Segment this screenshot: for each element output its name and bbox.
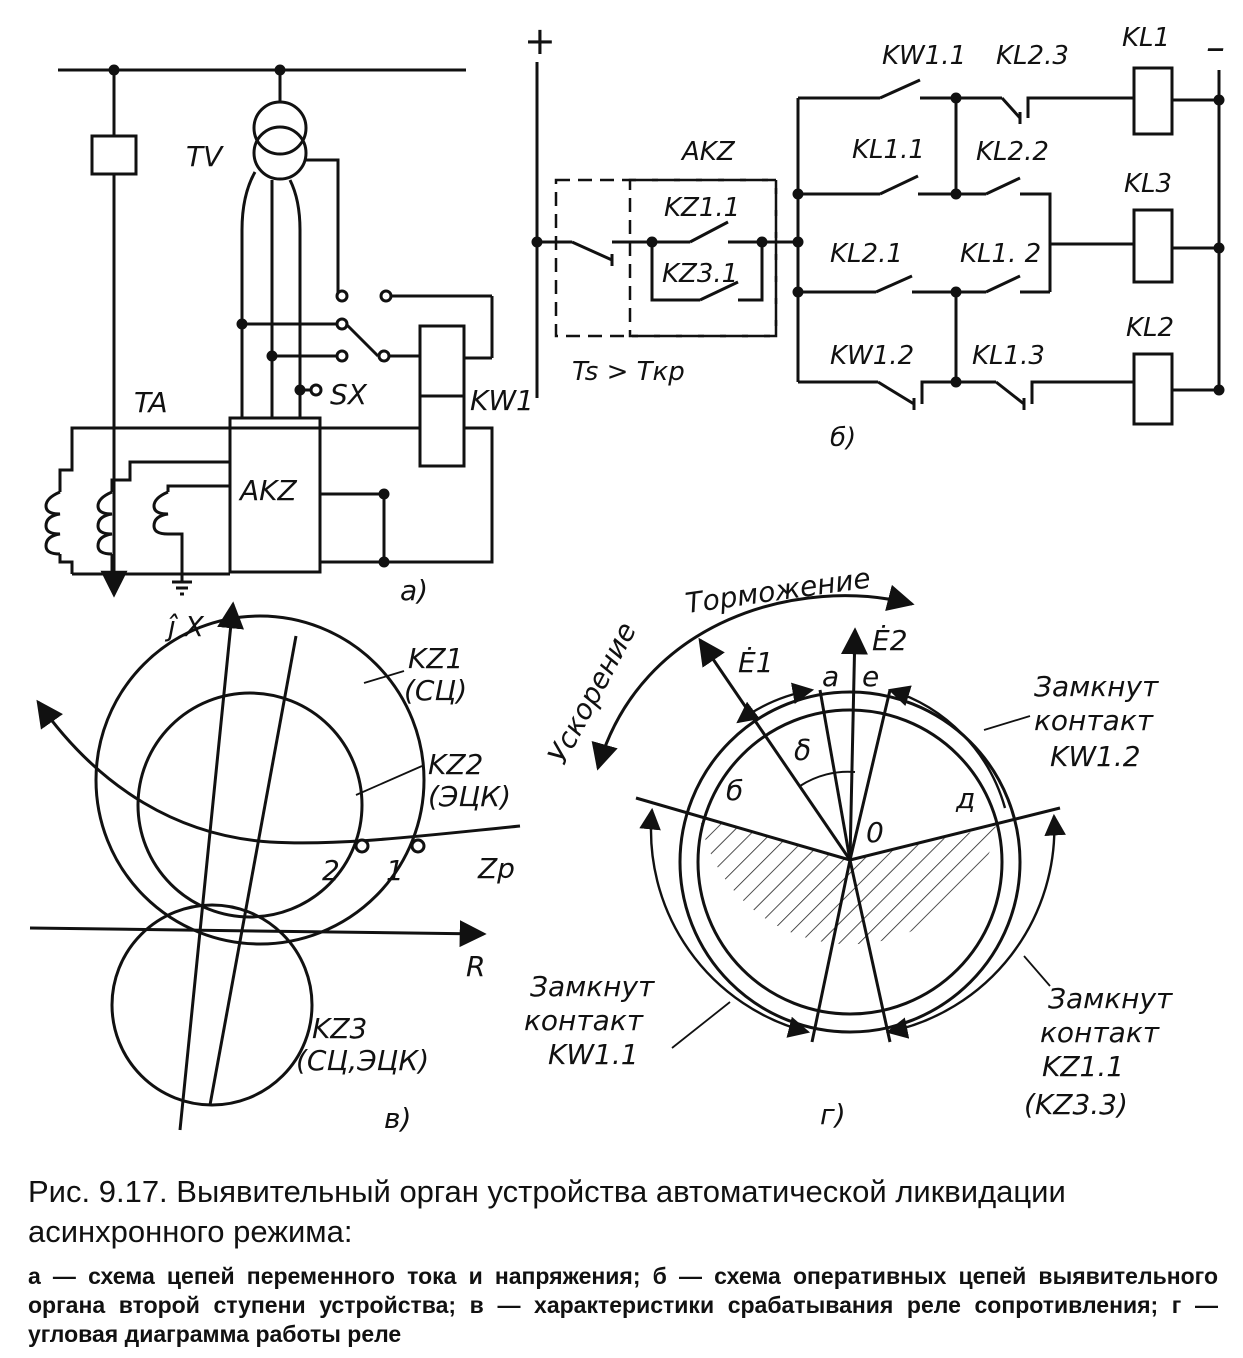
kz2-type-label: (ЭЦК) [428, 780, 511, 813]
panel-v-impedance-plane [29, 601, 521, 1131]
point-2 [354, 838, 370, 854]
kz3-label: KZ3 [312, 1012, 367, 1045]
jx-label: ĵ X [164, 610, 205, 643]
plus-sign: + [524, 19, 556, 63]
ta-coil-1 [44, 490, 61, 556]
x-axis [178, 601, 244, 1131]
kl2-coil [1132, 352, 1174, 426]
ta-coil-2 [96, 490, 113, 556]
kw1-1-label: KW1.1 [882, 41, 966, 71]
arc-right-outer [885, 813, 1066, 1039]
panel-a-labels: TV TA AKZ SX KW1 a) [134, 140, 534, 607]
kl2-3-label: KL2.3 [996, 41, 1069, 71]
akz-label-b: AKZ [680, 137, 736, 167]
e1-label: Ė1 [738, 646, 774, 679]
kz11-line-4: (KZ3.3) [1024, 1088, 1128, 1121]
kz2-circle [136, 691, 364, 919]
kl2-2-label: KL2.2 [976, 137, 1049, 167]
kl3-coil [1132, 208, 1174, 284]
kl1-label: KL1 [1122, 23, 1170, 53]
kz1-type-label: (СЦ) [404, 674, 467, 707]
kl2-label: KL2 [1126, 313, 1174, 343]
panel-b-label: б) [830, 423, 856, 453]
point-2-label: 2 [322, 854, 340, 887]
kz2-label: KZ2 [428, 748, 483, 781]
braking-label: Торможение [683, 561, 872, 620]
e2-label: Ė2 [872, 624, 908, 657]
b-label: б [726, 774, 743, 807]
kz11-line-3: KZ1.1 [1042, 1050, 1124, 1083]
kw1-2-label: KW1.2 [830, 341, 914, 371]
kl1-1-label: KL1.1 [852, 135, 925, 165]
kw12-line-3: KW1.2 [1050, 740, 1141, 773]
ray-g-right [848, 859, 892, 1043]
braking-acceleration-arc [591, 584, 915, 771]
kz3-circle [110, 903, 314, 1107]
kz1-circle [94, 614, 426, 946]
zp-label: Zp [477, 852, 515, 885]
d-label: д [955, 782, 975, 815]
arc-left-outer [639, 807, 811, 1038]
sx-label: SX [330, 378, 368, 411]
kz3-type-label: (СЦ,ЭЦК) [296, 1044, 429, 1077]
kw11-line-3: KW1.1 [548, 1038, 639, 1071]
kw11-line-2: контакт [524, 1004, 644, 1037]
delta-arc [799, 770, 856, 787]
figure-caption-legend: а — схема цепей переменного тока и напря… [28, 1263, 1218, 1347]
kl1-3-label: KL1.3 [972, 341, 1045, 371]
panel-b-operating-circuit [531, 62, 1225, 426]
kz1-1-label: KZ1.1 [664, 193, 740, 223]
condition-label: Ts > Tкр [572, 357, 685, 387]
figure-9-17: TV TA AKZ SX KW1 a) [29, 19, 1225, 1135]
tv-winding-1 [252, 100, 308, 156]
acceleration-label: Ускорение [541, 617, 643, 770]
kl1-coil [1132, 66, 1174, 136]
minus-sign: – [1206, 25, 1225, 69]
arc-e-d [887, 685, 1007, 809]
ray-a [818, 689, 852, 861]
panel-g-angle-diagram [591, 584, 1066, 1049]
kz1-diameter [208, 635, 298, 1106]
ray-g-left [810, 859, 852, 1043]
panel-v-labels: ĵ X KZ1 (СЦ) KZ2 (ЭЦК) 2 1 Zp R KZ3 (СЦ,… [164, 610, 515, 1135]
kw1-label: KW1 [470, 384, 534, 417]
akz-label-a: AKZ [238, 474, 298, 507]
ray-e [848, 689, 892, 861]
kw11-line-1: Замкнут [530, 970, 655, 1003]
akz-inner-dashed [628, 178, 778, 338]
point-1-label: 1 [386, 854, 404, 887]
e-label: e [862, 660, 879, 693]
kl3-label: KL3 [1124, 169, 1172, 199]
tv-label: TV [186, 140, 224, 173]
figure-caption-title: Рис. 9.17. Выявительный орган устройства… [28, 1174, 1066, 1249]
r-axis [29, 920, 487, 948]
kw12-line-1: Замкнут [1034, 670, 1159, 703]
panel-g-label: г) [820, 1098, 846, 1131]
arc-a-b [736, 682, 815, 724]
panel-a-ac-circuit [44, 64, 494, 598]
kz1-label: KZ1 [408, 642, 463, 675]
panel-v-label: в) [384, 1102, 411, 1135]
panel-b-labels: + – AKZ KZ1.1 KZ3.1 Ts > Tкр KW1.1 KL2.3… [524, 19, 1225, 453]
hatched-sector [700, 818, 998, 945]
ta-coil-3 [152, 490, 169, 536]
zp-trajectory [36, 699, 521, 845]
tv-winding-2 [252, 125, 308, 181]
delta-label: δ [794, 734, 811, 767]
e1-vector [698, 637, 852, 861]
panel-a-label: a) [400, 574, 428, 607]
o-label: 0 [866, 816, 884, 849]
e2-vector [840, 627, 868, 861]
kz11-line-2: контакт [1040, 1016, 1160, 1049]
kl1-2-label: KL1. 2 [960, 239, 1041, 269]
kz11-line-1: Замкнут [1048, 982, 1173, 1015]
kl2-1-label: KL2.1 [830, 239, 903, 269]
r-label: R [466, 950, 485, 983]
breaker [90, 134, 138, 176]
ta-label: TA [134, 386, 168, 419]
kz3-1-label: KZ3.1 [662, 259, 738, 289]
kw12-line-2: контакт [1034, 704, 1154, 737]
point-1 [410, 838, 426, 854]
a-label: a [822, 660, 839, 693]
